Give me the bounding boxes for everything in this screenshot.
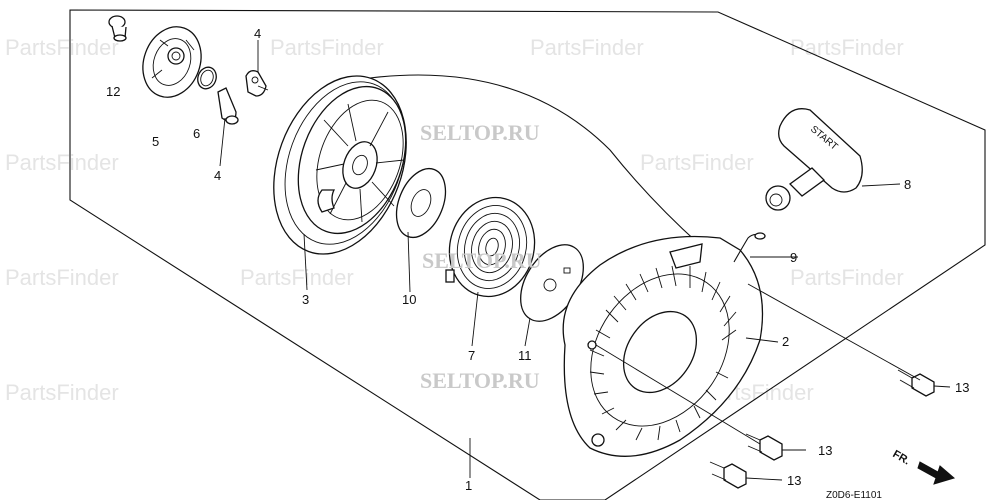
callout-part-6: 6: [193, 126, 200, 141]
callout-part-5: 5: [152, 134, 159, 149]
callout-part-13-b: 13: [818, 443, 832, 458]
part-13-bolt: [745, 433, 783, 461]
callout-part-13-c: 13: [787, 473, 801, 488]
callout-part-12: 12: [106, 84, 120, 99]
faint-watermark-pattern: PartsFinder PartsFinder PartsFinder Part…: [5, 35, 904, 405]
part-13-bolt: [897, 369, 935, 397]
callout-part-4-top: 4: [254, 26, 261, 41]
faint-watermark: PartsFinder: [5, 265, 119, 290]
faint-watermark: PartsFinder: [790, 35, 904, 60]
seltop-watermark: SELTOP.RU: [420, 368, 540, 393]
faint-watermark: PartsFinder: [5, 35, 119, 60]
faint-watermark: PartsFinder: [240, 265, 354, 290]
part-6-clip: [197, 66, 217, 90]
diagram-code: Z0D6-E1101: [826, 490, 882, 500]
front-arrow-icon: [917, 461, 956, 485]
part-8-starter-grip: START: [765, 108, 863, 211]
starter-rope: [369, 74, 701, 246]
seltop-watermark: SELTOP.RU: [422, 248, 542, 273]
callout-part-4-bottom: 4: [214, 168, 221, 183]
part-2-starter-case: [562, 235, 764, 457]
faint-watermark: PartsFinder: [5, 380, 119, 405]
callout-part-11: 11: [518, 348, 532, 363]
faint-watermark: PartsFinder: [5, 150, 119, 175]
faint-watermark: PartsFinder: [530, 35, 644, 60]
part-4-pawl-upper: [245, 70, 269, 97]
part-13-bolt: [709, 461, 747, 489]
faint-watermark: PartsFinder: [790, 265, 904, 290]
part-5-ratchet-plate: [142, 26, 202, 98]
callout-part-10: 10: [402, 292, 416, 307]
front-direction-indicator: FR.: [891, 448, 956, 485]
assembly-boundary-frame: [69, 9, 986, 500]
part-10-washer: [395, 167, 447, 239]
part-9-rope-knot: [733, 232, 766, 263]
callout-part-8: 8: [904, 177, 911, 192]
callout-part-2: 2: [782, 334, 789, 349]
part-12-pin: [108, 15, 127, 42]
callout-part-9: 9: [790, 250, 797, 265]
part-4-pawl-lower: [217, 87, 239, 125]
seltop-watermark: SELTOP.RU: [420, 120, 540, 145]
callout-part-3: 3: [302, 292, 309, 307]
part-3-reel: [273, 75, 407, 255]
front-label: FR.: [891, 448, 912, 467]
callout-part-1: 1: [465, 478, 472, 493]
callout-part-7: 7: [468, 348, 475, 363]
faint-watermark: PartsFinder: [640, 150, 754, 175]
part-7-spring: [445, 196, 536, 298]
faint-watermark: PartsFinder: [270, 35, 384, 60]
leader-lines: [219, 40, 951, 481]
callout-part-13-a: 13: [955, 380, 969, 395]
